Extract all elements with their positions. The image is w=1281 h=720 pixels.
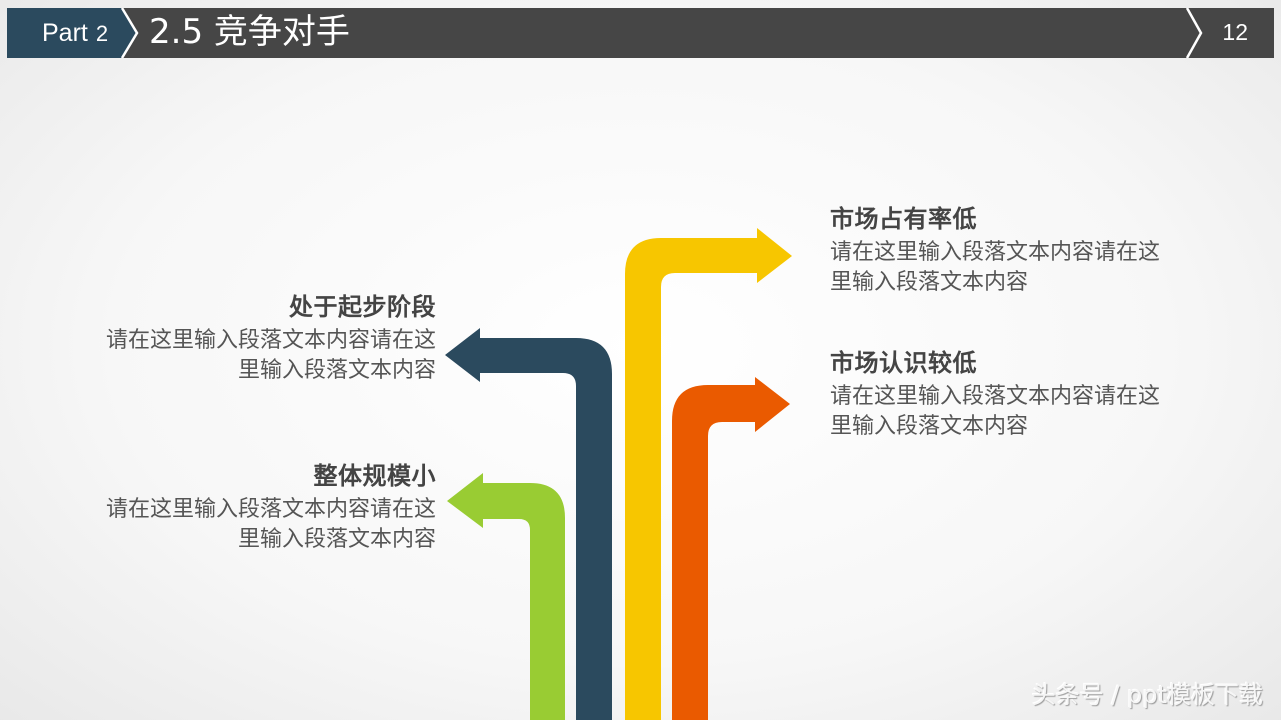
watermark: 头条号 / ppt模板下载 xyxy=(1031,681,1263,709)
item-heading: 整体规模小 xyxy=(313,462,436,490)
item-early-stage: 处于起步阶段 请在这里输入段落文本内容请在这里输入段落文本内容 xyxy=(76,291,436,386)
item-heading: 市场占有率低 xyxy=(830,205,977,233)
header-chevrons xyxy=(7,8,1203,58)
header-bar: Part 2 2.5 竞争对手 12 xyxy=(7,8,1274,58)
item-body: 请在这里输入段落文本内容请在这里输入段落文本内容 xyxy=(830,384,1161,439)
part-text: Part xyxy=(42,19,88,47)
page-number: 12 xyxy=(1222,19,1248,45)
arrow-left-green-icon xyxy=(447,473,565,720)
item-market-awareness: 市场认识较低 请在这里输入段落文本内容请在这里输入段落文本内容 xyxy=(830,347,1190,442)
part-label: Part 2 xyxy=(42,8,108,58)
arrow-right-yellow-icon xyxy=(625,228,792,720)
item-market-share: 市场占有率低 请在这里输入段落文本内容请在这里输入段落文本内容 xyxy=(830,203,1190,298)
item-heading: 市场认识较低 xyxy=(830,349,977,377)
part-number: 2 xyxy=(95,21,109,46)
item-body: 请在这里输入段落文本内容请在这里输入段落文本内容 xyxy=(105,497,436,552)
item-small-scale: 整体规模小 请在这里输入段落文本内容请在这里输入段落文本内容 xyxy=(76,460,436,555)
page-title: 2.5 竞争对手 xyxy=(149,12,350,52)
item-body: 请在这里输入段落文本内容请在这里输入段落文本内容 xyxy=(105,328,436,383)
item-heading: 处于起步阶段 xyxy=(289,293,436,321)
arrow-left-navy-icon xyxy=(445,328,612,720)
arrow-right-orange-icon xyxy=(672,377,790,720)
item-body: 请在这里输入段落文本内容请在这里输入段落文本内容 xyxy=(830,240,1161,295)
